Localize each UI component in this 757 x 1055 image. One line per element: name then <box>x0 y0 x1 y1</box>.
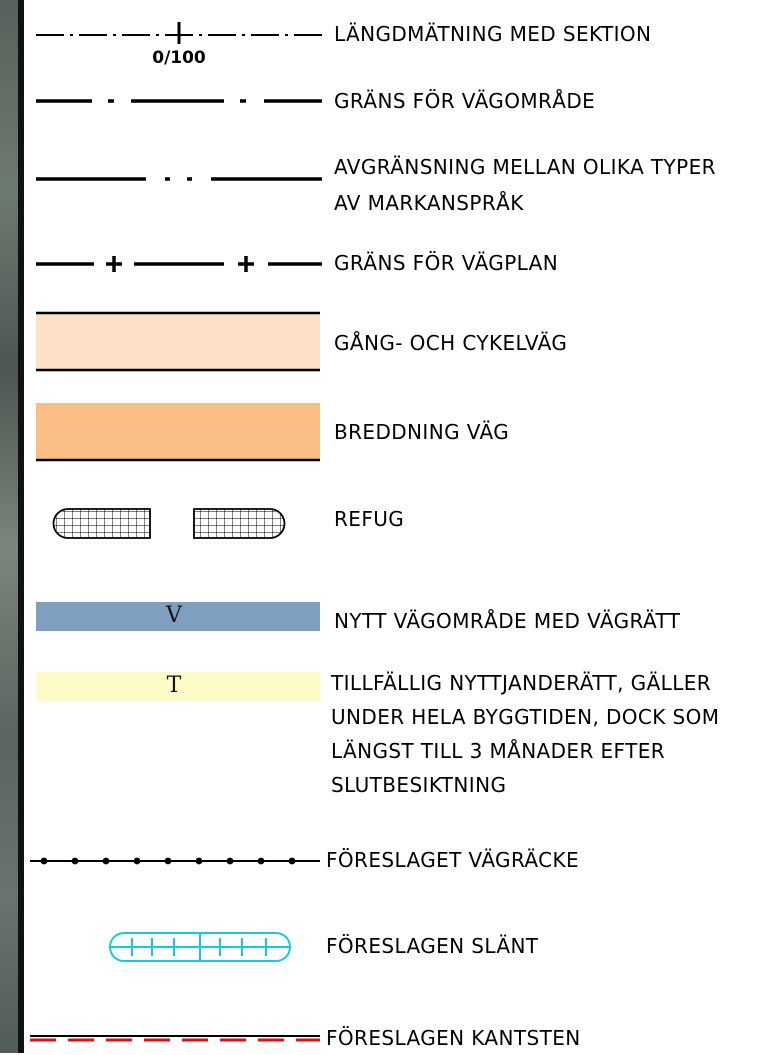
guardrail-post-dot <box>133 857 141 865</box>
guardrail-post-dot <box>71 857 79 865</box>
legend-label-avgransning-1: AVGRÄNSNING MELLAN OLIKA TYPER <box>334 155 716 179</box>
legend-label-vagracke: FÖRESLAGET VÄGRÄCKE <box>326 848 580 872</box>
slope-symbol <box>109 932 291 962</box>
legend-label-tillfallig-1: TILLFÄLLIG NYTTJANDERÄTT, GÄLLER <box>331 671 712 695</box>
traffic-island-symbol <box>52 508 286 539</box>
guardrail-symbol <box>30 857 320 865</box>
guardrail-post-dot <box>195 857 203 865</box>
road-plan-boundary-symbol <box>36 256 322 272</box>
legend-label-tillfallig-4: SLUTBESIKTNING <box>331 773 507 797</box>
legend-label-breddning-vag: BREDDNING VÄG <box>334 420 510 444</box>
legend-label-grans-vagplan: GRÄNS FÖR VÄGPLAN <box>334 251 559 275</box>
land-claim-boundary-symbol <box>36 177 322 181</box>
legend-label-kantsten: FÖRESLAGEN KANTSTEN <box>326 1026 581 1050</box>
section-number-label: 0/100 <box>152 48 206 68</box>
guardrail-post-dot <box>226 857 234 865</box>
road-area-boundary-symbol <box>36 99 322 103</box>
legend-label-slant: FÖRESLAGEN SLÄNT <box>326 934 539 958</box>
map-border <box>18 0 24 1053</box>
legend-label-gang-cykelvag: GÅNG- OCH CYKELVÄG <box>334 331 568 355</box>
legend-label-grans-vagomrade: GRÄNS FÖR VÄGOMRÅDE <box>334 89 596 113</box>
temporary-use-letter: T <box>166 673 182 698</box>
road-right-letter: V <box>166 603 182 628</box>
legend-label-avgransning-2: AV MARKANSPRÅK <box>334 191 524 215</box>
guardrail-post-dot <box>102 857 110 865</box>
legend-label-tillfallig-2: UNDER HELA BYGGTIDEN, DOCK SOM <box>331 705 720 729</box>
legend-label-refug: REFUG <box>334 507 405 531</box>
map-legend: 0/100 LÄNGDMÄTNING MED SEKTION GRÄNS FÖR… <box>24 0 757 1053</box>
guardrail-post-dot <box>257 857 265 865</box>
pedestrian-cycle-path-symbol <box>36 311 320 372</box>
road-widening-symbol <box>36 403 320 462</box>
guardrail-post-dot <box>288 857 296 865</box>
legend-label-nytt-vagomrade: NYTT VÄGOMRÅDE MED VÄGRÄTT <box>334 609 681 633</box>
section-line-symbol: 0/100 <box>36 22 322 68</box>
legend-label-tillfallig-3: LÄNGST TILL 3 MÅNADER EFTER <box>331 739 666 763</box>
new-road-area-fill <box>36 602 320 631</box>
guardrail-post-dot <box>40 857 48 865</box>
temporary-use-fill <box>36 672 320 701</box>
curb-symbol <box>30 1035 320 1042</box>
legend-label-langdmatning: LÄNGDMÄTNING MED SEKTION <box>334 22 652 46</box>
aerial-photo-strip <box>0 0 18 1053</box>
guardrail-post-dot <box>164 857 172 865</box>
